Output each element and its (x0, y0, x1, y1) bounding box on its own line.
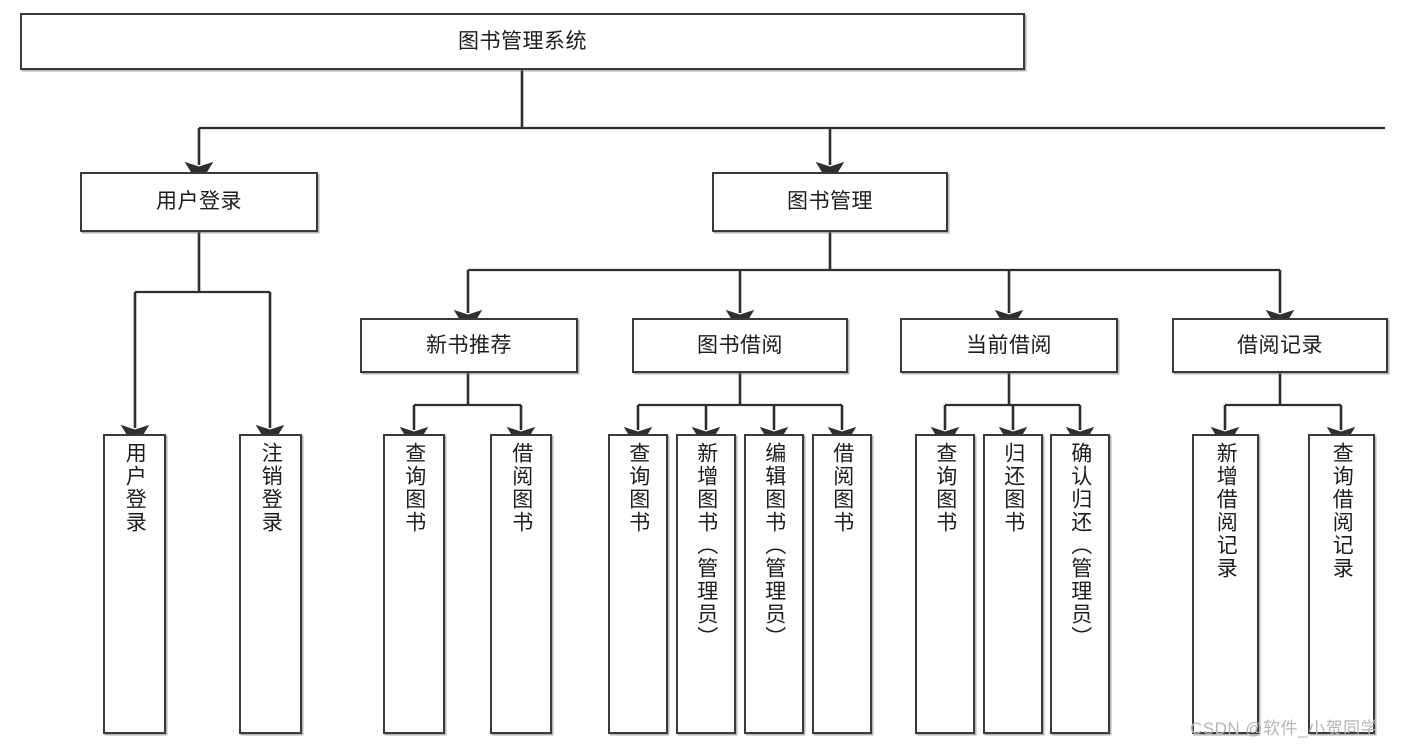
node-root-label: 图书管理系统 (458, 29, 587, 53)
node-book-management-label: 图书管理 (787, 190, 873, 214)
csdn-watermark: CSDN @软件_小贺同学 (1190, 719, 1379, 738)
leaf-user-login-1[interactable]: 注销登录 (239, 434, 302, 734)
leaf-book-borrow-1[interactable]: 新增图书（管理员） (676, 434, 736, 734)
leaf-borrow-record-0[interactable]: 新增借阅记录 (1192, 434, 1259, 734)
leaf-book-borrow-3[interactable]: 借阅图书 (812, 434, 872, 734)
node-borrow-record[interactable]: 借阅记录 (1172, 318, 1388, 373)
node-user-login[interactable]: 用户登录 (80, 172, 318, 232)
leaf-label: 查询图书 (402, 442, 426, 534)
node-book-borrow[interactable]: 图书借阅 (632, 318, 848, 373)
leaf-book-borrow-2[interactable]: 编辑图书（管理员） (744, 434, 804, 734)
leaf-label: 用户登录 (123, 442, 147, 534)
leaf-label: 新增图书（管理员） (694, 442, 718, 649)
node-user-login-label: 用户登录 (156, 190, 242, 214)
leaf-current-borrow-1[interactable]: 归还图书 (983, 434, 1043, 734)
leaf-label: 新增借阅记录 (1214, 442, 1238, 580)
node-book-borrow-label: 图书借阅 (697, 333, 783, 357)
node-new-book-recommend-label: 新书推荐 (426, 333, 512, 357)
leaf-label: 注销登录 (259, 442, 283, 534)
leaf-label: 借阅图书 (509, 442, 533, 534)
leaf-label: 归还图书 (1001, 442, 1025, 534)
leaf-label: 确认归还（管理员） (1068, 442, 1092, 649)
node-current-borrow-label: 当前借阅 (966, 333, 1052, 357)
leaf-label: 查询图书 (933, 442, 957, 534)
leaf-label: 查询图书 (626, 442, 650, 534)
leaf-borrow-record-1[interactable]: 查询借阅记录 (1308, 434, 1375, 734)
node-new-book-recommend[interactable]: 新书推荐 (360, 318, 578, 373)
leaf-current-borrow-2[interactable]: 确认归还（管理员） (1050, 434, 1110, 734)
node-current-borrow[interactable]: 当前借阅 (900, 318, 1118, 373)
node-borrow-record-label: 借阅记录 (1237, 333, 1323, 357)
leaf-label: 编辑图书（管理员） (762, 442, 786, 649)
leaf-user-login-0[interactable]: 用户登录 (103, 434, 166, 734)
leaf-new-book-recommend-1[interactable]: 借阅图书 (490, 434, 552, 734)
node-book-management[interactable]: 图书管理 (712, 172, 948, 232)
leaf-label: 查询借阅记录 (1330, 442, 1354, 580)
leaf-new-book-recommend-0[interactable]: 查询图书 (383, 434, 445, 734)
leaf-label: 借阅图书 (830, 442, 854, 534)
leaf-book-borrow-0[interactable]: 查询图书 (608, 434, 668, 734)
node-root[interactable]: 图书管理系统 (20, 13, 1025, 70)
leaf-current-borrow-0[interactable]: 查询图书 (915, 434, 975, 734)
